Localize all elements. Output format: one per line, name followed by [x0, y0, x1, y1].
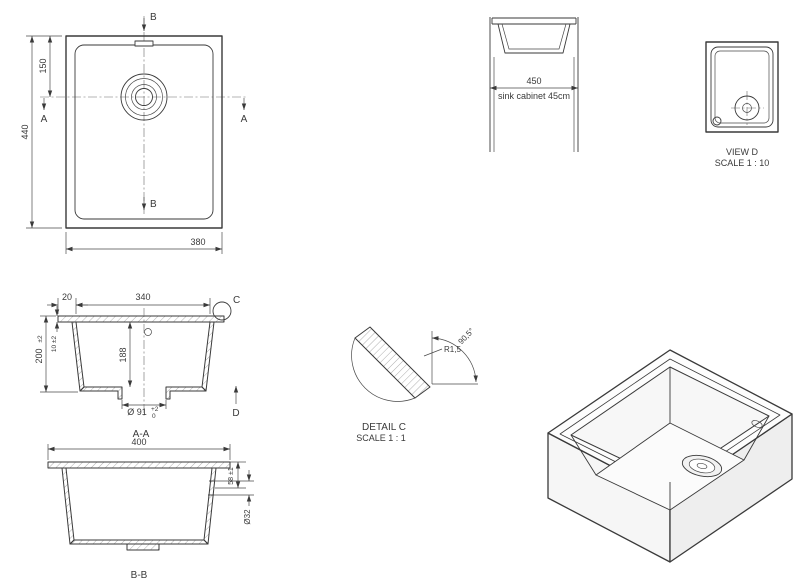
iso-drain — [681, 454, 723, 478]
dim-200: 200 ±2 — [34, 315, 78, 393]
section-b-markers: B B — [141, 12, 157, 210]
dim-32-text: Ø32 — [243, 509, 252, 525]
detail-material-band — [354, 326, 431, 399]
dim-450: 450 sink cabinet 45cm — [490, 76, 578, 101]
isometric-view — [547, 349, 793, 563]
iso-overflow-hole — [751, 420, 763, 428]
dim-91-tol-minus: 0 — [152, 413, 156, 420]
sink-outer-edge — [65, 35, 223, 229]
detail-c-title: DETAIL C — [362, 422, 406, 433]
section-bb-label: B-B — [131, 570, 148, 581]
view-d: VIEW D SCALE 1 : 10 — [705, 41, 779, 168]
overflow-underside — [712, 116, 722, 126]
section-b-label-top: B — [150, 12, 157, 23]
aa-bottom-left — [79, 386, 123, 400]
dim-450-text: 450 — [526, 76, 541, 86]
detail-c-scale: SCALE 1 : 1 — [356, 433, 406, 443]
dim-188-text: 188 — [118, 347, 128, 362]
dim-radius-text: R1,5 — [444, 345, 461, 354]
aa-bottom-right — [165, 386, 207, 400]
top-view: B B A A 440 150 380 — [20, 12, 248, 254]
dim-440-text: 440 — [20, 124, 30, 139]
view-d-title: VIEW D — [726, 147, 759, 157]
section-a-markers: A A — [41, 98, 248, 125]
bb-drain-boss — [126, 543, 160, 551]
dim-91-tol-plus: +2 — [151, 406, 159, 413]
dim-340-text: 340 — [135, 292, 150, 302]
dim-400: 400 — [47, 437, 231, 460]
section-a-label-right: A — [241, 114, 248, 125]
view-d-arrow: D — [232, 386, 240, 419]
section-b-b: 400 58 ±1 Ø32 B-B — [47, 437, 254, 581]
view-d-ref: D — [232, 408, 239, 419]
section-aa-label: A-A — [133, 429, 150, 440]
bb-rim-flange — [47, 461, 231, 469]
dim-188: 188 — [118, 322, 133, 387]
dim-10-text: 10 ±2 — [51, 336, 58, 353]
aa-left-wall — [71, 321, 85, 392]
dim-58: 58 ±1 — [215, 461, 246, 489]
sink-cross-section — [491, 17, 577, 54]
detail-c-ref: C — [233, 295, 240, 306]
dim-58-text: 58 ±1 — [228, 467, 235, 485]
detail-c-callout: C — [212, 295, 240, 321]
dim-200-tol: ±2 — [37, 335, 44, 343]
dim-angle-text: 90,5° — [456, 326, 476, 346]
drain-circles — [120, 73, 168, 121]
bb-left-wall — [61, 467, 75, 545]
dim-radius-r1-5: R1,5 — [423, 345, 461, 357]
view-d-scale: SCALE 1 : 10 — [715, 158, 770, 168]
dim-drain-91: Ø 91 +2 0 — [121, 400, 167, 420]
dim-10: 10 ±2 — [51, 306, 60, 353]
break-line-arc — [351, 337, 416, 402]
section-a-label-left: A — [41, 114, 48, 125]
cabinet-caption: sink cabinet 45cm — [498, 91, 570, 101]
dim-20-text: 20 — [62, 292, 72, 302]
dim-200-text: 200 — [34, 348, 44, 363]
view-d-outer — [705, 41, 779, 133]
front-view: 450 sink cabinet 45cm — [489, 17, 579, 152]
dim-angle-90-5: 90,5° — [431, 326, 478, 385]
dim-150: 150 — [38, 36, 53, 97]
drain-underside — [734, 95, 760, 121]
aa-rim-flange — [57, 315, 225, 323]
detail-c: 90,5° R1,5 DETAIL C SCALE 1 : 1 — [351, 326, 478, 443]
dim-91-text: Ø 91 — [127, 407, 147, 417]
dim-380-text: 380 — [190, 237, 205, 247]
dim-400-text: 400 — [131, 437, 146, 447]
section-b-label-bottom: B — [150, 199, 157, 210]
dim-32: Ø32 — [213, 470, 254, 525]
aa-right-wall — [201, 321, 215, 392]
bb-right-wall — [203, 467, 217, 545]
overflow-slot — [134, 40, 154, 47]
aa-overflow-mark — [144, 328, 152, 336]
dim-20-340: 20 340 — [47, 292, 211, 314]
section-a-a: 20 340 C 200 ±2 10 ±2 188 Ø 91 + — [34, 292, 240, 440]
dim-380: 380 — [65, 232, 223, 254]
bb-bottom — [69, 539, 209, 545]
dim-150-text: 150 — [38, 58, 48, 73]
dim-440: 440 — [20, 35, 62, 229]
